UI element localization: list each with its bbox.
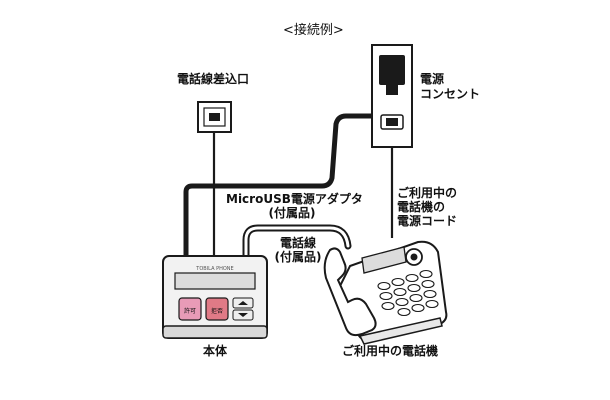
power-outlet-icon (371, 44, 413, 148)
svg-text:拒否: 拒否 (211, 307, 223, 315)
power-cord-label-line2: 電話機の (397, 200, 446, 214)
telephone-label: ご利用中の電話機 (342, 344, 439, 358)
svg-text:許可: 許可 (184, 307, 196, 315)
phone-line-label-line1: 電話線 (279, 236, 316, 250)
adapter-label-line1: MicroUSB電源アダプタ (226, 192, 363, 206)
outlet-label-line2: コンセント (420, 87, 481, 101)
adapter-label-line2: (付属品) (268, 206, 316, 220)
telephone-device (323, 240, 448, 345)
power-cord-label-line3: 電源コード (397, 214, 458, 228)
diagram-title: <接続例> (283, 23, 344, 38)
allow-button (178, 297, 202, 321)
reject-button (205, 297, 229, 321)
phone-jack-label: 電話線差込口 (177, 72, 250, 86)
outlet-label-line1: 電源 (420, 72, 445, 86)
main-unit-device: TOBILA PHONE 許可 拒否 (162, 255, 268, 339)
phone-line-label-line2: (付属品) (274, 250, 322, 264)
device-brand: TOBILA PHONE (195, 266, 233, 272)
device-screen (174, 272, 256, 290)
main-unit-label: 本体 (202, 344, 227, 358)
phone-jack-icon (197, 101, 232, 133)
power-cord-label-line1: ご利用中の (397, 186, 458, 200)
